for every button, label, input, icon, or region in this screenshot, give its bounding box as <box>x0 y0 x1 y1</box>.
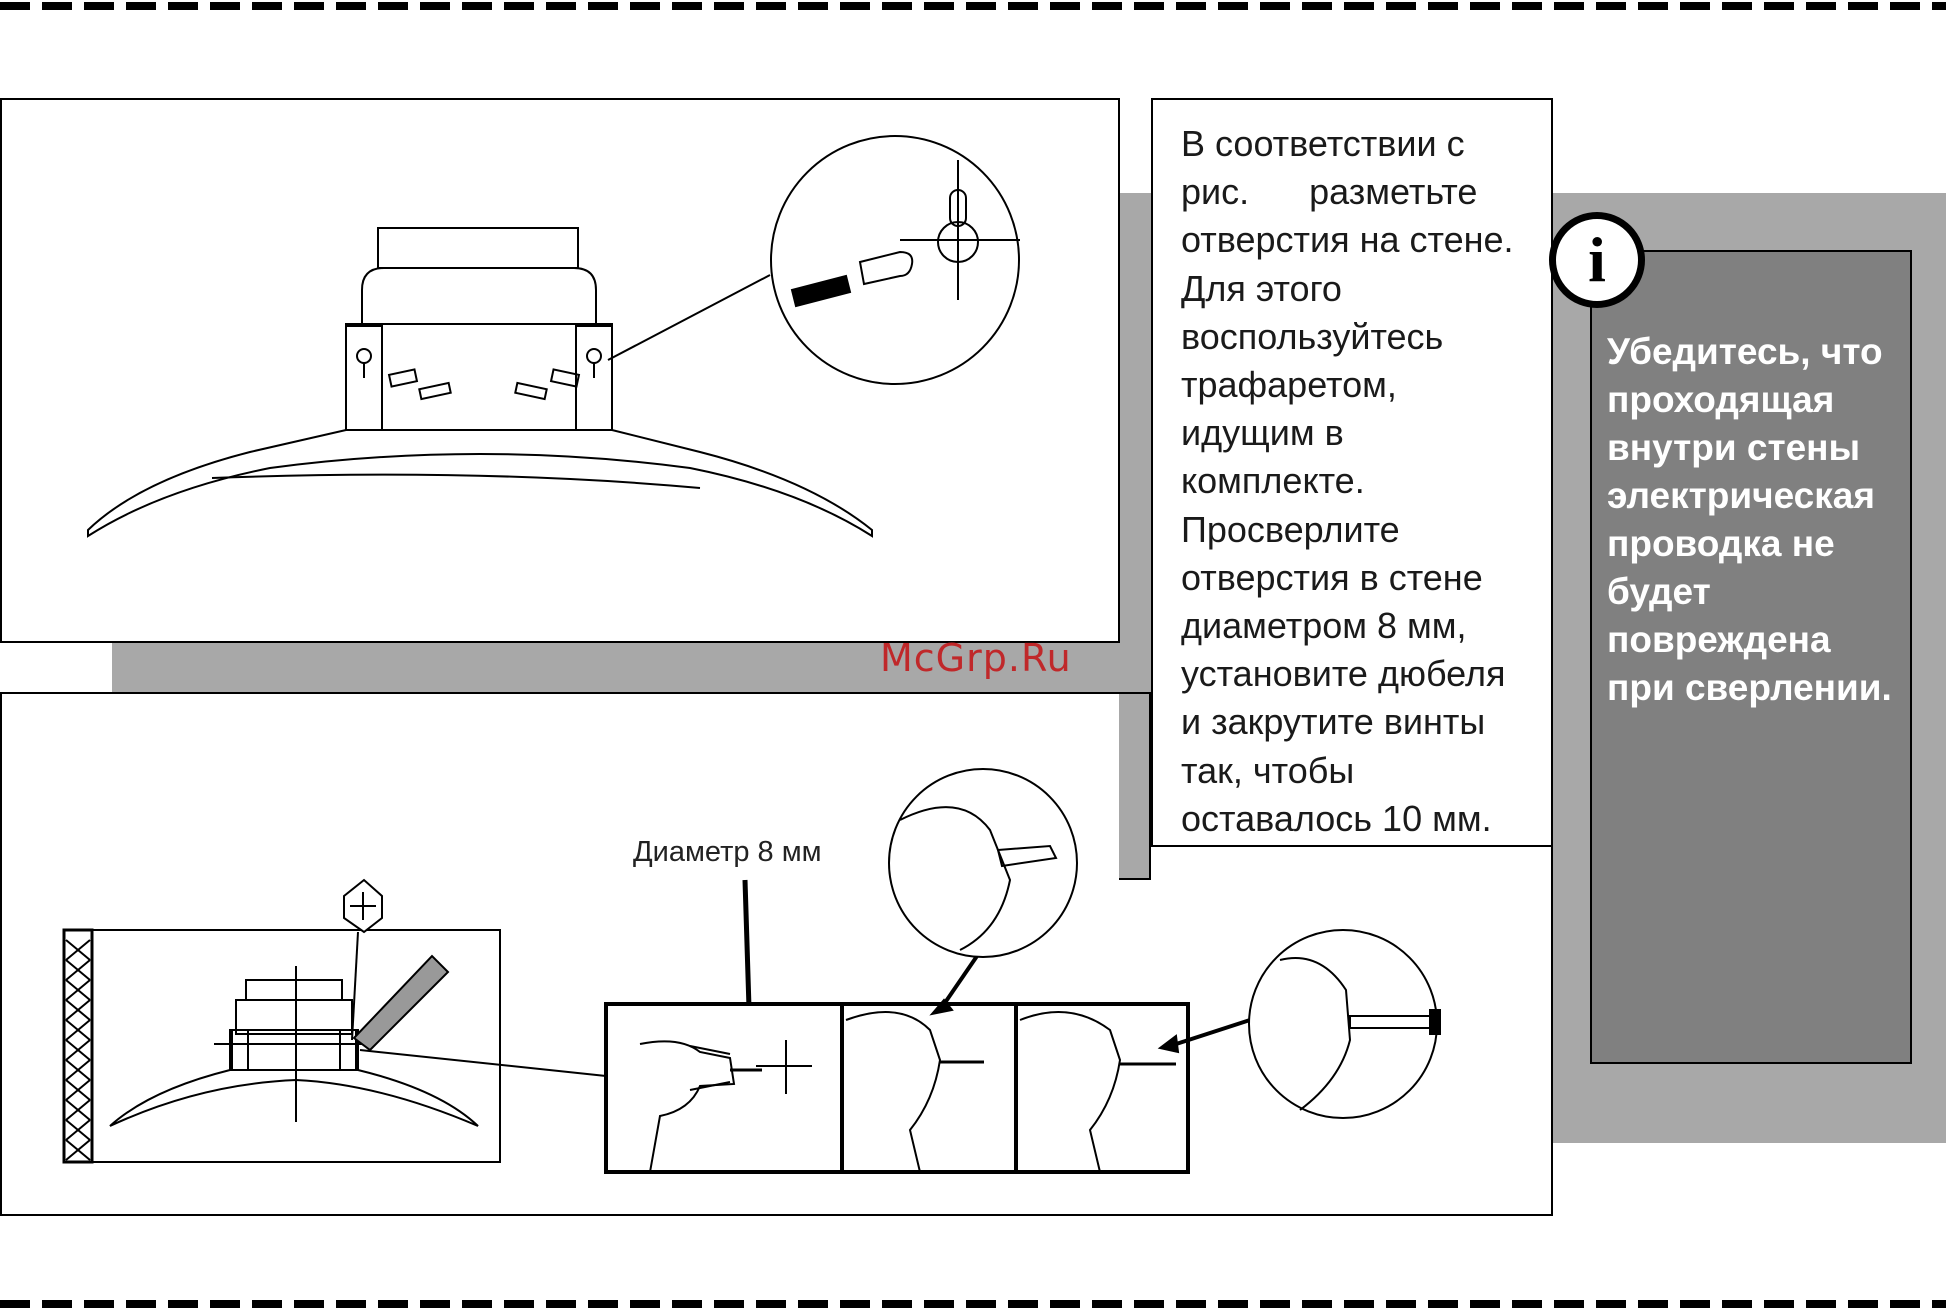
drilling-steps <box>604 938 1251 1174</box>
hood-wall-view <box>62 878 607 1164</box>
top-dashed-border <box>0 2 1946 10</box>
notice-line: повреждена <box>1607 619 1831 660</box>
notice-line: внутри стены <box>1607 427 1861 468</box>
instruction-line: идущим в <box>1181 412 1344 454</box>
instruction-line: комплекте. <box>1181 460 1365 502</box>
instruction-line: отверстия на стене. <box>1181 219 1514 261</box>
instruction-line: так, чтобы <box>1181 749 1355 791</box>
watermark: McGrp.Ru <box>880 636 1072 680</box>
screw-set-top <box>387 368 581 401</box>
detail-magnifier-dowel <box>888 768 1078 958</box>
info-icon: i <box>1549 212 1645 308</box>
warning-notice-box: Убедитесь, что проходящая внутри стены э… <box>1590 250 1912 1064</box>
instruction-line: отверстия в стене <box>1181 556 1483 598</box>
instruction-line: установите дюбеля <box>1181 653 1506 695</box>
instruction-line: Для этого <box>1181 267 1342 309</box>
instruction-line: трафаретом, <box>1181 364 1397 406</box>
notice-line: Убедитесь, что <box>1607 331 1883 372</box>
instruction-line: и закрутите винты <box>1181 701 1486 743</box>
instruction-line: Просверлите <box>1181 508 1400 550</box>
notice-line: проходящая <box>1607 379 1835 420</box>
instruction-line: рис. разметьте <box>1181 171 1478 213</box>
instruction-line: диаметром 8 мм, <box>1181 605 1467 647</box>
detail-magnifier-top <box>770 135 1020 385</box>
panel-notch-cover <box>1119 694 1151 880</box>
detail-magnifier-screw <box>1248 929 1441 1119</box>
bottom-dashed-border <box>0 1300 1946 1308</box>
notice-line: будет <box>1607 571 1711 612</box>
hood-top-view <box>87 135 1020 538</box>
instruction-text-box: В соответствии с рис. разметьте отверсти… <box>1151 98 1553 847</box>
diameter-label: Диаметр 8 мм <box>633 836 822 868</box>
notice-line: проводка не <box>1607 523 1835 564</box>
notice-line: электрическая <box>1607 475 1875 516</box>
notice-line: при сверлении. <box>1607 667 1892 708</box>
instruction-line: воспользуйтесь <box>1181 315 1444 357</box>
instruction-line: В соответствии с <box>1181 123 1465 164</box>
instruction-line: оставалось 10 мм. <box>1181 797 1492 839</box>
